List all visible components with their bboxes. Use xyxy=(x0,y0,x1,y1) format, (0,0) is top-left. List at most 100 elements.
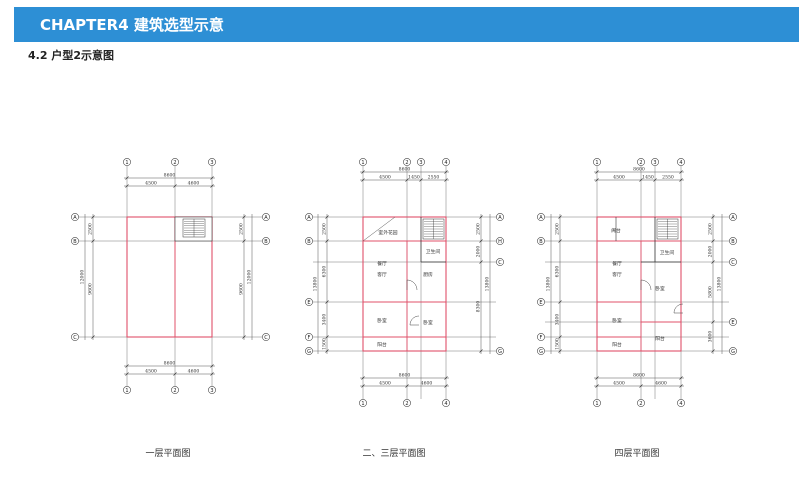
right-dim-tick-1 xyxy=(479,239,483,243)
bottom-dim-tick-2 xyxy=(679,384,683,388)
right-dim-tick-4 xyxy=(711,349,715,353)
bottom-axis-bubble-circle xyxy=(637,399,645,407)
header-bar: CHAPTER4 建筑选型示意 xyxy=(14,7,799,42)
top-dim-tick-0 xyxy=(125,184,129,188)
plan-label-first-floor: 一层平面图 xyxy=(145,449,191,459)
bottom-dim-tick-2 xyxy=(444,384,448,388)
section-subtitle: 4.2 户型2示意图 xyxy=(28,49,114,62)
room-bedroom: 卧室 xyxy=(423,319,433,326)
bottom-dim-tick-1 xyxy=(639,384,643,388)
left-axis-bubble: B xyxy=(539,239,543,245)
bottom-dim-tick-0 xyxy=(125,372,129,376)
left-axis-bubble-circle xyxy=(305,347,313,355)
room-bathroom: 卫生间 xyxy=(660,249,675,256)
bottom-axis-bubble-circle xyxy=(208,386,216,394)
bottom-axis-bubble-circle xyxy=(359,399,367,407)
top-dim-tick-2 xyxy=(419,178,423,182)
left-dim-tick-4 xyxy=(558,349,562,353)
left-dim-total: 13800 xyxy=(546,277,552,292)
bottom-dim-tick-1 xyxy=(405,384,409,388)
right-axis-bubble: E xyxy=(731,320,734,326)
right-dim-tick-0 xyxy=(242,215,246,219)
bottom-axis-bubble-circle xyxy=(403,399,411,407)
bottom-dim-total: 8600 xyxy=(164,361,176,367)
left-dim-tick-0 xyxy=(325,215,329,219)
left-axis-bubble-circle xyxy=(71,213,79,221)
top-axis-bubble: 2 xyxy=(639,160,642,166)
right-dim-label: 2500 xyxy=(476,223,482,235)
right-axis-bubble: A xyxy=(264,215,268,221)
top-dim-label: 2550 xyxy=(428,175,440,181)
left-axis-bubble-circle xyxy=(537,298,545,306)
bottom-dim-total-tick-a xyxy=(595,376,599,380)
left-dim-label: 2500 xyxy=(322,223,328,235)
bottom-axis-bubble: 4 xyxy=(444,401,447,407)
bottom-axis-bubble: 3 xyxy=(210,388,213,394)
top-dim-label: 4500 xyxy=(145,181,157,187)
left-dim-label: 3400 xyxy=(555,314,561,326)
top-dim-total: 8600 xyxy=(633,167,645,173)
door-swing xyxy=(640,279,652,291)
bottom-dim-label: 4500 xyxy=(145,369,157,375)
left-dim-tick-1 xyxy=(325,239,329,243)
right-dim-label: 5800 xyxy=(708,286,714,298)
bottom-dim-total: 8600 xyxy=(399,373,411,379)
top-axis-bubble-circle xyxy=(123,158,131,166)
right-axis-bubble-circle xyxy=(729,347,737,355)
left-dim-label: 2500 xyxy=(555,223,561,235)
room-bedroom: 卧室 xyxy=(612,317,622,324)
left-axis-bubble: C xyxy=(73,335,77,341)
top-axis-bubble: 3 xyxy=(210,160,213,166)
left-dim-tick-0 xyxy=(558,215,562,219)
bottom-axis-bubble: 1 xyxy=(125,388,128,394)
bottom-axis-bubble: 1 xyxy=(361,401,364,407)
right-dim-total: 12000 xyxy=(247,270,253,285)
top-dim-total: 8600 xyxy=(164,173,176,179)
right-dim-tick-2 xyxy=(242,335,246,339)
top-dim-tick-2 xyxy=(210,184,214,188)
top-dim-label: 4500 xyxy=(613,175,625,181)
right-axis-bubble: B xyxy=(731,239,735,245)
right-axis-bubble-circle xyxy=(729,318,737,326)
right-axis-bubble: G xyxy=(731,349,735,355)
bottom-dim-label: 4600 xyxy=(421,381,433,387)
top-axis-bubble-circle xyxy=(637,158,645,166)
top-dim-tick-0 xyxy=(595,178,599,182)
bottom-dim-total-tick-a xyxy=(361,376,365,380)
left-axis-bubble-circle xyxy=(537,237,545,245)
left-dim-total: 12000 xyxy=(80,270,86,285)
left-dim-tick-0 xyxy=(91,215,95,219)
bottom-dim-tick-0 xyxy=(595,384,599,388)
top-dim-total-tick-b xyxy=(444,170,448,174)
garden-diagonal xyxy=(362,216,396,242)
left-dim-tick-1 xyxy=(91,239,95,243)
left-axis-bubble: A xyxy=(307,215,311,221)
room-balcony: 阳台 xyxy=(655,335,665,342)
bottom-dim-tick-1 xyxy=(173,372,177,376)
left-axis-bubble: A xyxy=(73,215,77,221)
right-axis-bubble-circle xyxy=(496,347,504,355)
top-axis-bubble-circle xyxy=(171,158,179,166)
top-axis-bubble: 1 xyxy=(595,160,598,166)
right-axis-bubble: A xyxy=(498,215,502,221)
right-axis-bubble: B xyxy=(264,239,268,245)
room-dining: 餐厅 xyxy=(612,260,622,267)
top-axis-bubble-circle xyxy=(677,158,685,166)
bottom-axis-bubble: 2 xyxy=(639,401,642,407)
right-dim-label: 9600 xyxy=(239,283,245,295)
bottom-axis-bubble: 4 xyxy=(679,401,682,407)
room-bedroom: 卧室 xyxy=(655,285,665,292)
top-axis-bubble-circle xyxy=(417,158,425,166)
top-axis-bubble: 1 xyxy=(361,160,364,166)
right-dim-tick-2 xyxy=(711,260,715,264)
right-axis-bubble-circle xyxy=(729,213,737,221)
left-axis-bubble: A xyxy=(539,215,543,221)
right-dim-tick-3 xyxy=(711,320,715,324)
top-axis-bubble-circle xyxy=(651,158,659,166)
top-dim-total-tick-b xyxy=(210,176,214,180)
left-axis-bubble-circle xyxy=(305,333,313,341)
left-axis-bubble-circle xyxy=(537,213,545,221)
bottom-dim-tick-0 xyxy=(361,384,365,388)
top-dim-total-tick-b xyxy=(679,170,683,174)
